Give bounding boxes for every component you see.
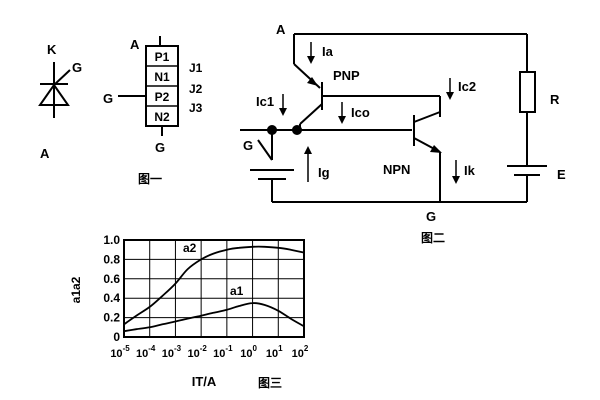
x-tick-label: 10-5	[110, 344, 130, 360]
structure-label-a: A	[130, 37, 140, 52]
thyristor-symbol: K G A 图一	[38, 42, 162, 186]
x-tick-label: 10-1	[213, 344, 233, 360]
label-ico: Ico	[351, 105, 370, 120]
layer-p2: P2	[155, 90, 170, 104]
series-line-a2	[123, 245, 305, 326]
current-arrow-ic2	[446, 78, 454, 100]
symbol-triangle	[38, 83, 70, 106]
x-tick-label: 100	[240, 344, 257, 360]
chart-y-tick-labels: 0 0.2 0.4 0.6 0.8 1.0	[103, 233, 120, 344]
circuit-label-r: R	[550, 92, 560, 107]
chart-series	[123, 245, 305, 333]
structure-label-g-left: G	[103, 91, 113, 106]
current-arrow-ik	[452, 160, 460, 184]
current-arrow-ia	[307, 42, 315, 64]
layer-p1: P1	[155, 50, 170, 64]
label-ik: Ik	[464, 163, 476, 178]
layer-n2: N2	[154, 110, 170, 124]
layer-structure: A P1 N1 P2 N2 J1 J2 J3 G G	[103, 36, 203, 155]
junction-label-j2: J2	[189, 82, 203, 96]
symbol-gate-lead	[53, 69, 71, 86]
x-tick-label: 10-2	[187, 344, 207, 360]
chart-y-axis-label: a1a2	[69, 276, 83, 303]
x-tick-label: 10-4	[136, 344, 156, 360]
x-tick-label: 101	[266, 344, 283, 360]
series-label-a1: a1	[230, 284, 244, 298]
current-arrow-ico	[338, 102, 346, 124]
symbol-label-g: G	[72, 60, 82, 75]
chart-x-tick-labels: 10-5 10-4 10-3 10-2 10-1 100 101 102	[110, 344, 309, 360]
figure2-caption: 图二	[421, 231, 445, 245]
alpha-chart: 0 0.2 0.4 0.6 0.8 1.0 10-5 10-4 10-3 10-2 10-1 100…	[69, 233, 309, 390]
npn-collector	[413, 111, 441, 123]
circuit-label-a: A	[276, 22, 286, 37]
series-line-a1	[123, 302, 305, 333]
junction-label-j1: J1	[189, 61, 203, 75]
y-tick-label: 1.0	[103, 233, 120, 247]
y-tick-label: 0	[113, 330, 120, 344]
x-tick-label: 10-3	[162, 344, 182, 360]
label-ic1: Ic1	[256, 94, 274, 109]
label-npn: NPN	[383, 162, 410, 177]
circuit-label-g-switch: G	[243, 138, 253, 153]
y-tick-label: 0.4	[103, 291, 120, 305]
chart-x-axis-label: IT/A	[192, 374, 217, 389]
pnp-collector	[299, 103, 323, 125]
structure-label-g-bottom: G	[155, 140, 165, 155]
y-tick-label: 0.8	[103, 252, 120, 266]
symbol-label-a: A	[40, 146, 50, 161]
junction-dot-right	[292, 125, 302, 135]
chart-grid	[123, 239, 305, 338]
figure3-caption: 图三	[258, 376, 282, 390]
x-tick-label: 102	[292, 344, 309, 360]
resistor-r	[519, 71, 536, 113]
junction-label-j3: J3	[189, 101, 203, 115]
symbol-label-k: K	[47, 42, 57, 57]
label-pnp: PNP	[333, 68, 360, 83]
label-ia: Ia	[322, 44, 334, 59]
label-ic2: Ic2	[458, 79, 476, 94]
chart-frame	[123, 239, 305, 338]
layer-n1: N1	[154, 70, 170, 84]
label-ig: Ig	[318, 165, 330, 180]
circuit-label-g-bottom: G	[426, 209, 436, 224]
y-tick-label: 0.6	[103, 272, 120, 286]
current-arrow-ic1	[279, 94, 287, 116]
npn-emitter-arrow	[430, 145, 442, 153]
pnp-emitter-arrow	[307, 77, 318, 86]
figure1-caption: 图一	[138, 172, 162, 186]
current-arrow-ig	[304, 146, 312, 182]
gate-switch-blade	[257, 139, 273, 161]
circuit-label-e: E	[557, 167, 566, 182]
y-tick-label: 0.2	[103, 311, 120, 325]
two-transistor-circuit: A R E PNP NPN G	[240, 22, 566, 245]
series-label-a2: a2	[183, 241, 197, 255]
